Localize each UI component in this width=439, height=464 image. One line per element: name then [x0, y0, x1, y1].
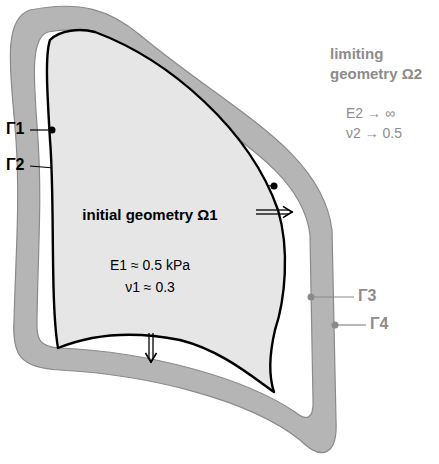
boundary-label: Γ3 — [358, 286, 377, 307]
limiting-band — [10, 6, 336, 452]
leader-line — [30, 129, 48, 130]
boundary-dot — [308, 294, 315, 301]
displacement-arrow — [145, 333, 156, 362]
material-parameter: E2 → ∞ — [346, 104, 395, 122]
boundary-label: Γ4 — [370, 314, 389, 335]
initial-geometry-region: initial geometry Ω1 E1 ≈ 0.5 kPa ν1 ≈ 0.3 — [36, 22, 298, 400]
region-title: initial geometry Ω1 — [80, 205, 220, 225]
boundary-label: Γ1 — [6, 119, 25, 140]
region-title: limiting geometry Ω2 — [330, 44, 436, 83]
boundary-dot — [49, 127, 56, 134]
boundary-dot — [271, 183, 278, 190]
displacement-arrow — [256, 206, 292, 217]
boundary-dot — [332, 322, 339, 329]
boundary-label: Γ2 — [6, 155, 25, 176]
material-parameter: E1 ≈ 0.5 kPa — [80, 256, 220, 274]
leader-line — [312, 296, 354, 297]
limiting-inner-region — [34, 30, 313, 418]
region-shape — [47, 30, 285, 392]
material-parameter: ν1 ≈ 0.3 — [80, 278, 220, 296]
leader-line — [336, 324, 366, 325]
material-parameter: ν2 → 0.5 — [346, 124, 402, 142]
